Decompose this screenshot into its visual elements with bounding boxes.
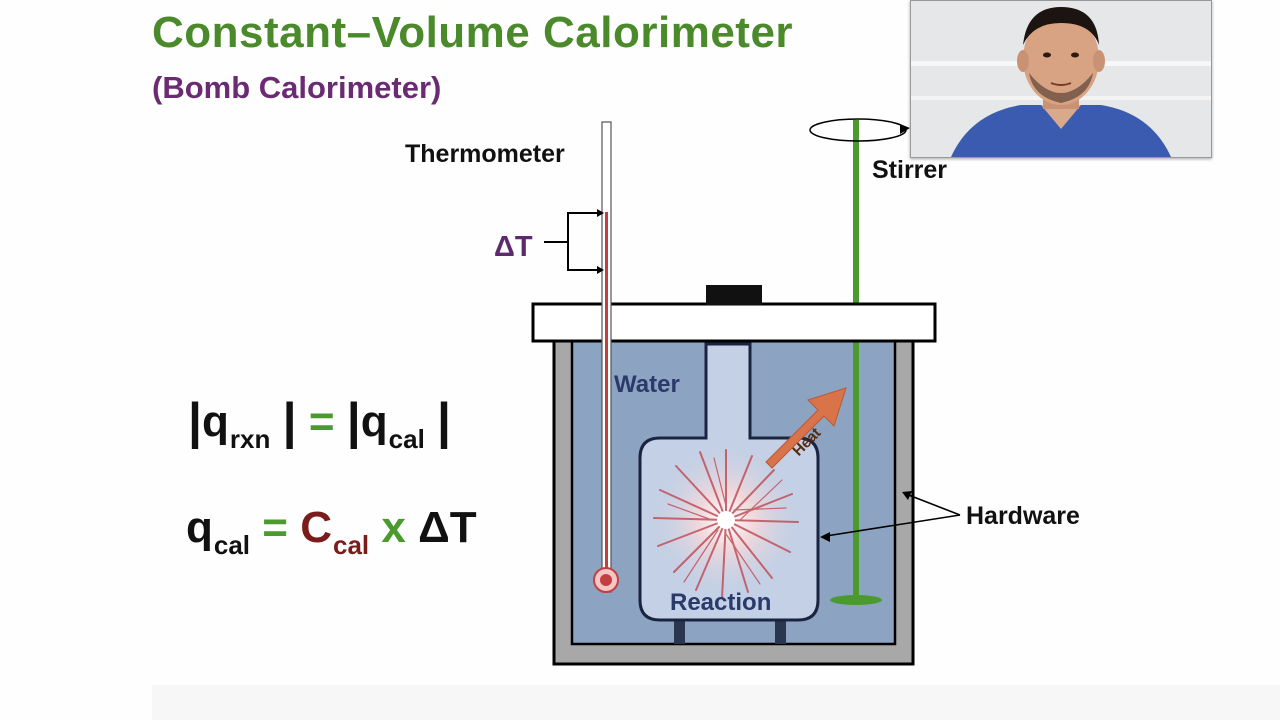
abs-bar: | [437,392,451,450]
stirrer-label: Stirrer [872,156,947,184]
rxn-subscript: rxn [230,424,270,454]
abs-bar: | [188,392,202,450]
abs-bar: | [283,392,297,450]
reaction-label: Reaction [670,589,771,616]
presenter-webcam [910,0,1212,158]
delta-t-symbol: ΔT [418,503,477,552]
slide-footer-band [152,685,1280,720]
ignition-connector [706,285,762,305]
equals-sign: = [309,397,335,446]
stirrer-rod [853,120,859,600]
delta-t-bracket [544,213,600,270]
cal-subscript: cal [389,424,425,454]
equation-heat-balance: |qrxn | = |qcal | [188,390,451,448]
water-label: Water [614,371,680,398]
presenter-image [911,1,1211,157]
hardware-label: Hardware [966,502,1080,530]
stirrer-paddle [830,595,882,605]
cal-subscript: cal [214,530,250,560]
thermometer-label: Thermometer [405,140,565,168]
equation-q-cal: qcal = Ccal x ΔT [186,503,477,553]
equals-sign: = [262,503,288,552]
reaction-burst [646,440,806,600]
calorimeter-lid [533,304,935,341]
q-symbol: q [186,503,213,552]
q-symbol: q [361,397,388,446]
q-symbol: q [202,397,229,446]
c-symbol: C [300,503,332,552]
delta-t-label: ΔT [494,231,533,263]
multiply-sign: x [381,503,405,552]
cal-subscript: cal [333,530,369,560]
abs-bar: | [347,392,361,450]
